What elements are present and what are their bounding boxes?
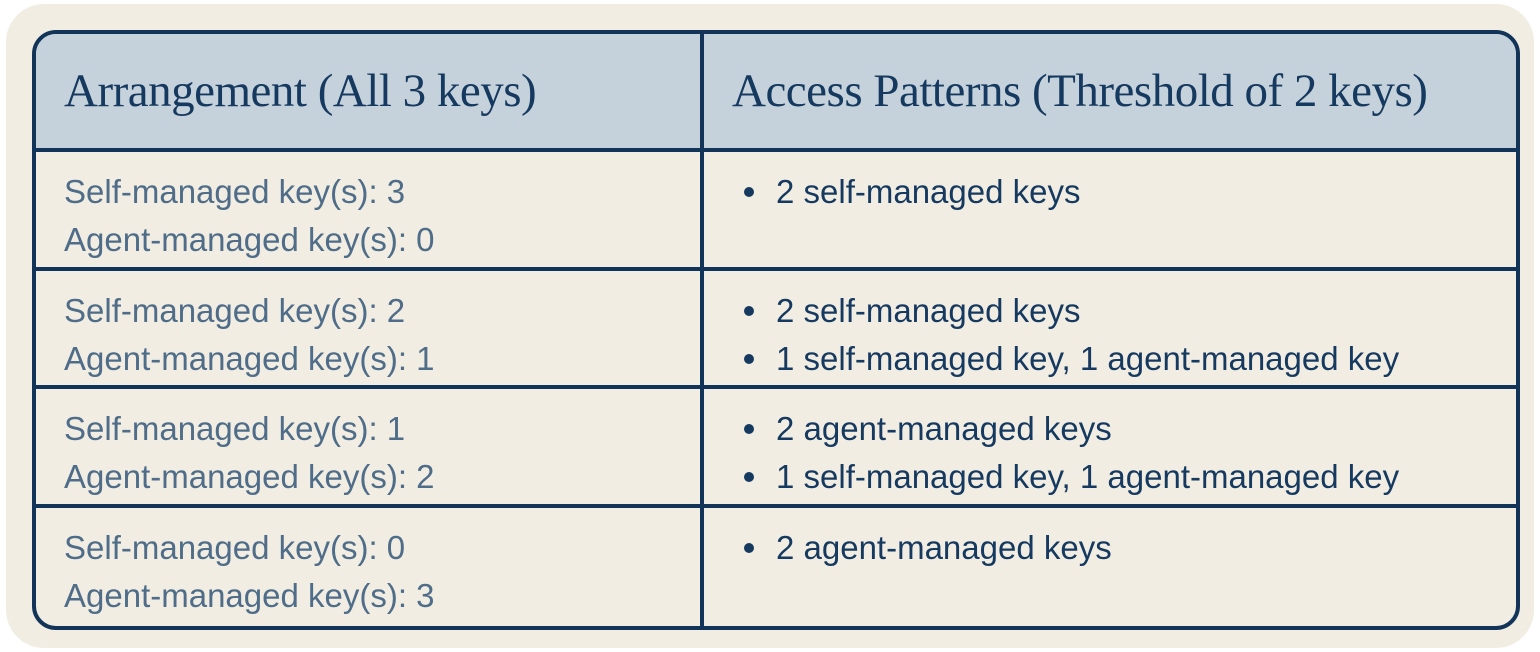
arrangement-line: Agent-managed key(s): 0 (64, 221, 435, 259)
pattern-item: 2 agent-managed keys (732, 405, 1488, 453)
pattern-list: 2 self-managed keys (732, 168, 1488, 216)
column-header-access-patterns-label: Access Patterns (Threshold of 2 keys) (732, 65, 1428, 118)
access-patterns-cell: 2 self-managed keys (704, 152, 1516, 271)
key-arrangement-table: Arrangement (All 3 keys) Access Patterns… (32, 30, 1520, 630)
arrangement-line: Self-managed key(s): 0 (64, 528, 406, 566)
arrangement-line: Agent-managed key(s): 1 (64, 339, 435, 377)
access-patterns-cell: 2 agent-managed keys (704, 508, 1516, 626)
pattern-text: 1 self-managed key, 1 agent-managed key (776, 339, 1400, 377)
arrangement-line: Self-managed key(s): 2 (64, 291, 406, 329)
bullet-icon (744, 305, 754, 316)
pattern-list: 2 self-managed keys 1 self-managed key, … (732, 287, 1488, 383)
pattern-item: 2 self-managed keys (732, 168, 1488, 216)
column-header-access-patterns: Access Patterns (Threshold of 2 keys) (704, 34, 1516, 153)
bullet-icon (744, 472, 754, 483)
pattern-item: 2 self-managed keys (732, 287, 1488, 335)
pattern-item: 1 self-managed key, 1 agent-managed key (732, 335, 1488, 383)
pattern-text: 1 self-managed key, 1 agent-managed key (776, 458, 1400, 496)
pattern-text: 2 self-managed keys (776, 173, 1081, 211)
arrangement-line: Self-managed key(s): 1 (64, 410, 406, 448)
arrangement-line: Agent-managed key(s): 3 (64, 576, 435, 614)
arrangement-line: Self-managed key(s): 3 (64, 173, 406, 211)
pattern-item: 1 self-managed key, 1 agent-managed key (732, 453, 1488, 501)
bullet-icon (744, 542, 754, 553)
arrangement-cell: Self-managed key(s): 1 Agent-managed key… (36, 389, 704, 508)
pattern-item: 2 agent-managed keys (732, 524, 1488, 572)
pattern-list: 2 agent-managed keys (732, 524, 1488, 572)
arrangement-cell: Self-managed key(s): 0 Agent-managed key… (36, 507, 704, 626)
bullet-icon (744, 353, 754, 364)
arrangement-line: Agent-managed key(s): 2 (64, 458, 435, 496)
column-header-arrangement-label: Arrangement (All 3 keys) (64, 65, 537, 118)
pattern-text: 2 self-managed keys (776, 291, 1081, 329)
pattern-text: 2 agent-managed keys (776, 410, 1112, 448)
pattern-text: 2 agent-managed keys (776, 528, 1112, 566)
access-patterns-cell: 2 agent-managed keys 1 self-managed key,… (704, 389, 1516, 508)
bullet-icon (744, 424, 754, 435)
table-card: Arrangement (All 3 keys) Access Patterns… (6, 4, 1534, 648)
arrangement-cell: Self-managed key(s): 2 Agent-managed key… (36, 270, 704, 390)
pattern-list: 2 agent-managed keys 1 self-managed key,… (732, 405, 1488, 501)
bullet-icon (744, 187, 754, 198)
column-header-arrangement: Arrangement (All 3 keys) (36, 34, 704, 153)
access-patterns-cell: 2 self-managed keys 1 self-managed key, … (704, 271, 1516, 390)
arrangement-cell: Self-managed key(s): 3 Agent-managed key… (36, 152, 704, 271)
